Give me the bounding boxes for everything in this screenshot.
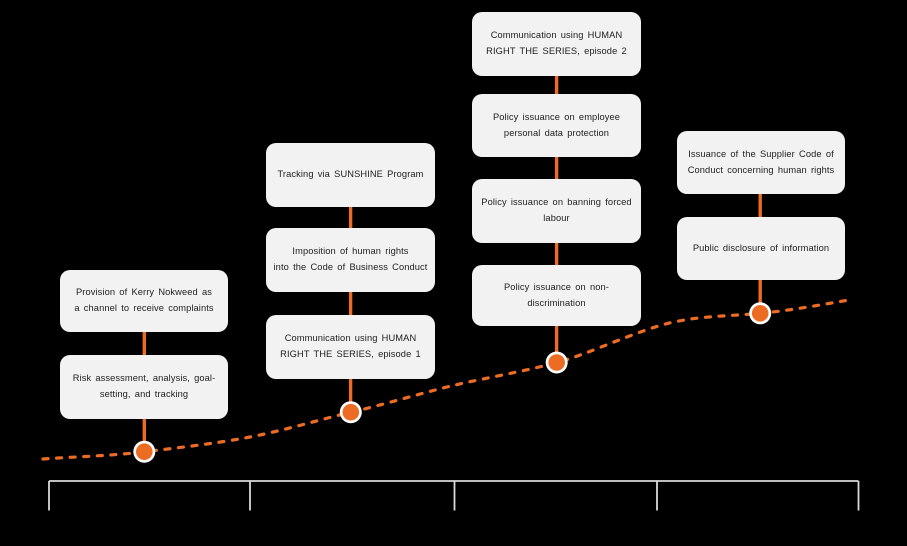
milestone-dots <box>133 302 772 463</box>
milestone-dot-core <box>136 443 153 461</box>
milestone-card-label: Policy issuance on banning forced labour <box>481 197 632 223</box>
milestone-card-label: Issuance of the Supplier Code of Conduct… <box>687 148 835 175</box>
milestone-card-label: Policy issuance on non- discrimination <box>504 281 609 308</box>
milestone-card-label: Policy issuance on employee personal dat… <box>492 111 621 138</box>
timeline-axis <box>48 480 860 511</box>
milestone-dot-core <box>342 403 360 421</box>
milestone-card-non-discrimination-policy: Policy issuance on non- discrimination <box>472 265 641 326</box>
milestone-card-label: Communication using HUMAN RIGHT THE SERI… <box>486 30 627 56</box>
milestone-card-label: Risk assessment, analysis, goal- setting… <box>72 373 216 399</box>
milestone-card-series-episode-2: Communication using HUMAN RIGHT THE SERI… <box>472 12 641 76</box>
milestone-card-label: Public disclosure of information <box>692 242 830 253</box>
milestone-card-data-protection-policy: Policy issuance on employee personal dat… <box>472 94 641 157</box>
milestone-card-complaints-channel: Provision of Kerry Nokweed as a channel … <box>60 270 228 332</box>
milestone-card-label: Communication using HUMAN RIGHT THE SERI… <box>280 333 421 359</box>
milestone-card-supplier-code: Issuance of the Supplier Code of Conduct… <box>677 131 845 194</box>
connector-lines <box>142 75 762 445</box>
milestone-dot <box>545 351 568 374</box>
milestone-dot <box>749 302 772 325</box>
milestone-card-sunshine-tracking: Tracking via SUNSHINE Program <box>266 143 435 207</box>
milestone-card-label: Imposition of human rights into the Code… <box>273 246 428 272</box>
milestone-card-forced-labour-policy: Policy issuance on banning forced labour <box>472 179 641 243</box>
progress-curve <box>41 297 854 461</box>
milestone-card-series-episode-1: Communication using HUMAN RIGHT THE SERI… <box>266 315 435 379</box>
milestone-card-label: Provision of Kerry Nokweed as a channel … <box>74 287 214 313</box>
milestone-dot-core <box>548 354 565 371</box>
milestone-dot <box>339 401 362 424</box>
milestone-dot-core <box>751 305 769 322</box>
milestone-card-label: Tracking via SUNSHINE Program <box>277 169 424 180</box>
milestone-card-risk-assessment: Risk assessment, analysis, goal- setting… <box>60 355 228 419</box>
milestone-dot <box>133 440 156 463</box>
milestone-card-code-of-conduct-imposition: Imposition of human rights into the Code… <box>266 228 435 292</box>
milestone-card-public-disclosure: Public disclosure of information <box>677 217 845 280</box>
